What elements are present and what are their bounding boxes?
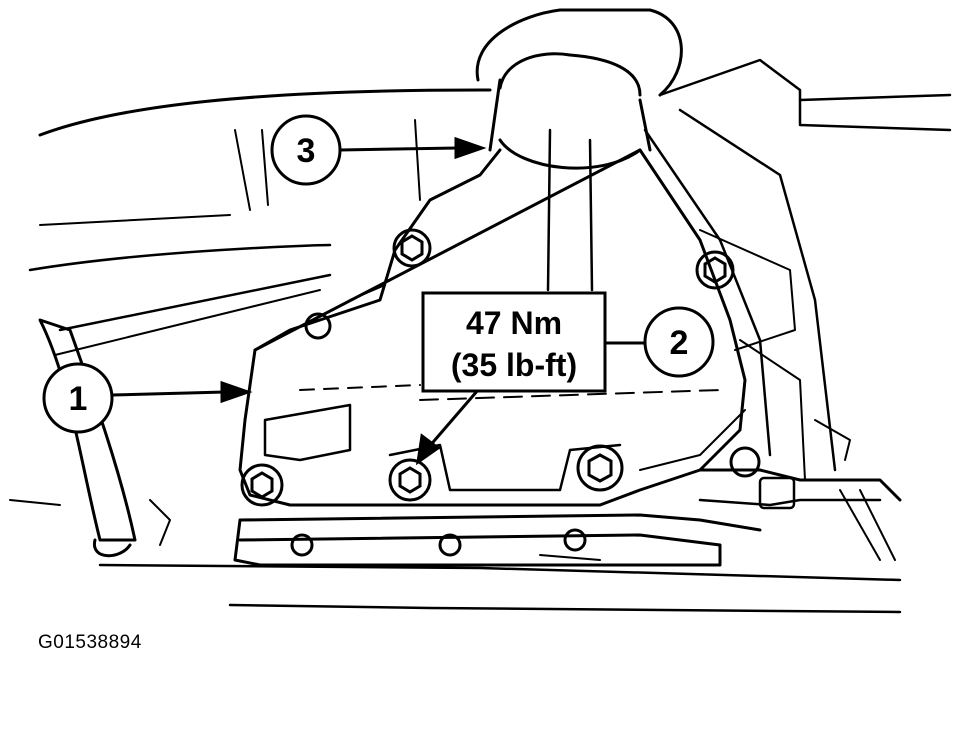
torque-spec-box: 47 Nm (35 lb-ft) <box>421 291 607 393</box>
bolt-lower-left <box>240 463 284 507</box>
bolt-upper-right <box>695 250 735 290</box>
callout-2-number: 2 <box>670 324 689 362</box>
leader-arrow-1 <box>111 380 253 404</box>
frame-line-left <box>28 243 332 272</box>
figure-id-label: G01538894 <box>38 632 142 653</box>
bolt-lower-center <box>388 458 432 502</box>
callout-3: 3 <box>270 114 342 186</box>
shift-linkage <box>698 468 902 502</box>
callout-2: 2 <box>643 306 715 378</box>
torque-value-metric: 47 Nm <box>466 305 562 341</box>
callout-3-number: 3 <box>297 132 316 170</box>
bolt-lower-right <box>576 444 624 492</box>
oil-pan-flange <box>238 513 762 532</box>
torque-arrow <box>415 389 480 466</box>
leader-arrow-3 <box>339 136 487 160</box>
torque-value-imperial: (35 lb-ft) <box>451 347 577 383</box>
bolt-group <box>240 228 761 557</box>
bolt-mid-left <box>304 312 332 340</box>
bolt-linkage <box>729 446 761 478</box>
callout-1: 1 <box>42 362 114 434</box>
callout-1-number: 1 <box>69 380 88 418</box>
bolt-upper-left <box>392 228 432 268</box>
frame-upper-outline <box>38 88 492 137</box>
driveshaft-tube <box>475 8 683 97</box>
